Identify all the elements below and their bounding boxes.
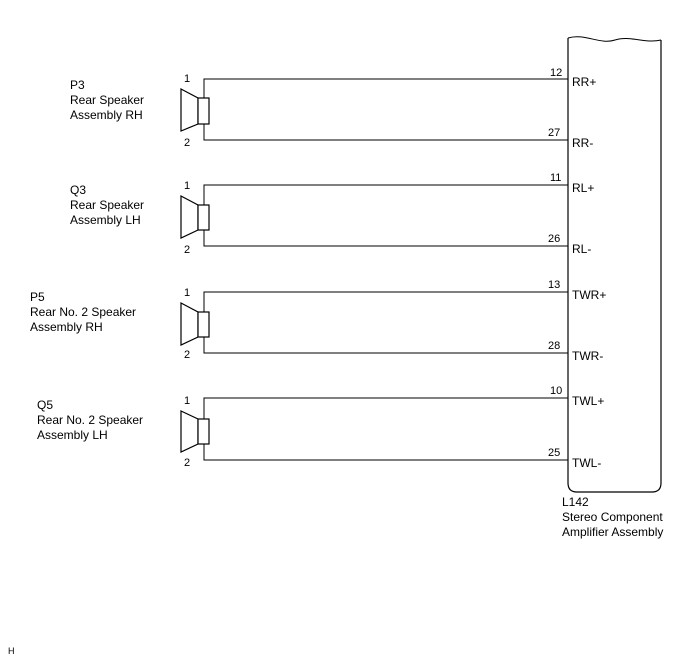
amp-terminal-positive: TWL+ xyxy=(572,394,604,408)
speaker-name-line1: Rear No. 2 Speaker xyxy=(37,413,143,427)
amp-terminal-negative: TWR- xyxy=(572,349,603,363)
speaker-name-line1: Rear Speaker xyxy=(70,93,144,107)
speaker-p3-circuit: P3 Rear Speaker Assembly RH 1 2 12 RR+ 2… xyxy=(70,67,596,150)
speaker-pin-bottom: 2 xyxy=(184,457,190,469)
wire-positive xyxy=(203,291,568,312)
speaker-icon xyxy=(180,410,199,453)
speaker-pin-top: 1 xyxy=(184,395,190,407)
amp-pin-positive: 10 xyxy=(550,385,562,397)
speaker-code: Q5 xyxy=(37,398,53,412)
amp-pin-negative: 25 xyxy=(548,447,560,459)
speaker-icon xyxy=(180,302,199,346)
speaker-name-line2: Assembly RH xyxy=(70,108,143,122)
speaker-pin-top: 1 xyxy=(184,73,190,85)
speaker-magnet xyxy=(197,97,210,125)
speaker-q3-circuit: Q3 Rear Speaker Assembly LH 1 2 11 RL+ 2… xyxy=(70,172,594,256)
amp-pin-negative: 28 xyxy=(548,340,560,352)
amplifier-name-line2: Amplifier Assembly xyxy=(562,525,663,539)
amplifier-body-outline xyxy=(567,38,662,493)
speaker-code: P3 xyxy=(70,78,85,92)
amp-pin-positive: 11 xyxy=(550,172,561,184)
speaker-code: Q3 xyxy=(70,183,86,197)
amp-pin-positive: 12 xyxy=(550,67,562,79)
speaker-name-line2: Assembly LH xyxy=(70,213,141,227)
speaker-pin-top: 1 xyxy=(184,287,190,299)
wire-positive xyxy=(203,78,568,98)
footer-mark: H xyxy=(8,646,15,656)
speaker-name-line2: Assembly RH xyxy=(30,320,103,334)
amplifier-break-line xyxy=(567,36,662,42)
wire-negative xyxy=(203,230,568,247)
speaker-magnet xyxy=(197,204,210,231)
wire-positive xyxy=(203,397,568,419)
wire-negative xyxy=(203,337,568,354)
amp-terminal-negative: RR- xyxy=(572,136,593,150)
speaker-pin-bottom: 2 xyxy=(184,349,190,361)
speaker-q5-circuit: Q5 Rear No. 2 Speaker Assembly LH 1 2 10… xyxy=(37,385,604,470)
amp-terminal-positive: TWR+ xyxy=(572,288,606,302)
amplifier-code: L142 xyxy=(562,495,589,509)
speaker-name-line1: Rear Speaker xyxy=(70,198,144,212)
speaker-magnet xyxy=(197,418,210,445)
amp-pin-positive: 13 xyxy=(548,279,560,291)
speaker-icon xyxy=(180,88,199,132)
wire-negative xyxy=(203,124,568,141)
speaker-pin-top: 1 xyxy=(184,180,190,192)
speaker-name-line1: Rear No. 2 Speaker xyxy=(30,305,136,319)
speaker-pin-bottom: 2 xyxy=(184,244,190,256)
amplifier-assembly: L142 Stereo Component Amplifier Assembly xyxy=(562,36,663,539)
amp-pin-negative: 26 xyxy=(548,233,560,245)
amp-terminal-negative: RL- xyxy=(572,242,591,256)
amp-terminal-positive: RR+ xyxy=(572,75,596,89)
amplifier-name-line1: Stereo Component xyxy=(562,510,663,524)
wire-positive xyxy=(203,184,568,205)
speaker-magnet xyxy=(197,311,210,338)
speaker-pin-bottom: 2 xyxy=(184,137,190,149)
speaker-code: P5 xyxy=(30,290,45,304)
amp-terminal-positive: RL+ xyxy=(572,181,594,195)
speaker-name-line2: Assembly LH xyxy=(37,428,108,442)
amp-pin-negative: 27 xyxy=(548,127,560,139)
amp-terminal-negative: TWL- xyxy=(572,456,601,470)
speaker-p5-circuit: P5 Rear No. 2 Speaker Assembly RH 1 2 13… xyxy=(30,279,606,363)
speaker-icon xyxy=(180,195,199,239)
wire-negative xyxy=(203,444,568,461)
